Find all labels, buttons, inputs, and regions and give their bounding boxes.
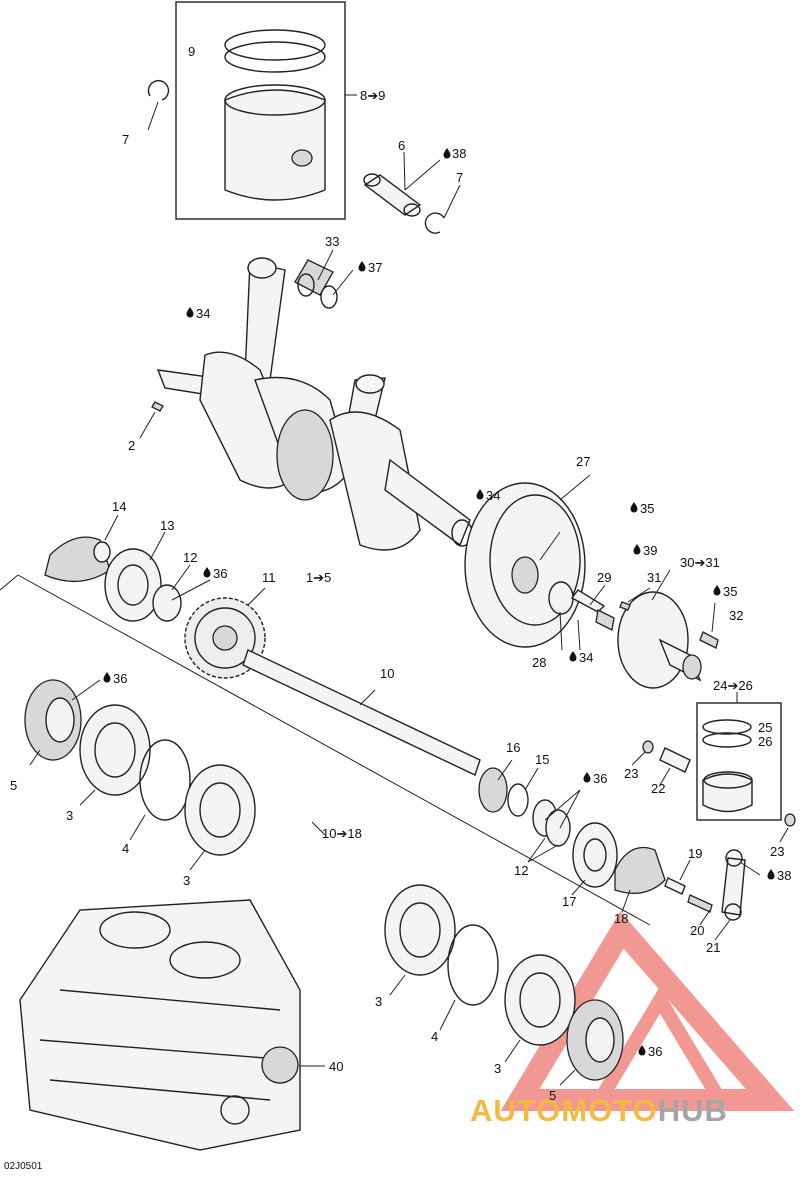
label-15: 15 [535, 752, 549, 767]
piston-pin-group [147, 79, 461, 234]
label-34c: 34 [579, 650, 593, 665]
watermark-text-part1: AUTOMOTO [470, 1093, 658, 1128]
label-8-9: 8➔9 [360, 88, 385, 103]
label-26: 26 [758, 734, 772, 749]
label-6: 6 [398, 138, 405, 153]
label-18: 18 [614, 911, 628, 926]
callout-labels: 9 8➔9 7 6 38 7 33 37 34 2 27 34 35 1➔5 1… [10, 44, 791, 1103]
piston-kit-24-26 [696, 692, 782, 821]
ring-4a [139, 739, 191, 821]
label-7b: 7 [456, 170, 463, 185]
label-24-26: 24➔26 [713, 678, 753, 693]
label-12b: 12 [514, 863, 528, 878]
label-30-31: 30➔31 [680, 555, 720, 570]
watermark-text: AUTOMOTOHUB [470, 1093, 728, 1129]
bearing-3a [79, 704, 151, 796]
label-12a: 12 [183, 550, 197, 565]
label-34b: 34 [486, 488, 500, 503]
label-39: 39 [643, 543, 657, 558]
label-1-5: 1➔5 [306, 570, 331, 585]
pin-22 [659, 747, 691, 773]
label-3b: 3 [183, 873, 190, 888]
label-4b: 4 [431, 1029, 438, 1044]
label-23b: 23 [770, 844, 784, 859]
label-25: 25 [758, 720, 772, 735]
label-28: 28 [532, 655, 546, 670]
label-22: 22 [651, 781, 665, 796]
label-13: 13 [160, 518, 174, 533]
label-11: 11 [262, 570, 276, 585]
diagram-code: 02J0501 [4, 1161, 43, 1172]
piston-kit-group [175, 1, 357, 220]
bearing-3d [504, 954, 576, 1046]
bearing-3c [384, 884, 456, 976]
label-5a: 5 [10, 778, 17, 793]
label-17: 17 [562, 894, 576, 909]
bearing-13 [104, 548, 162, 622]
bearing-17 [572, 822, 618, 888]
label-34a: 34 [196, 306, 210, 321]
label-19: 19 [688, 846, 702, 861]
flywheel [464, 474, 591, 648]
washer-28 [548, 581, 574, 615]
label-27: 27 [576, 454, 590, 469]
crankshaft [156, 257, 473, 551]
label-37: 37 [368, 260, 382, 275]
seal-12 [152, 584, 182, 622]
label-36a: 36 [213, 566, 227, 581]
label-20: 20 [690, 923, 704, 938]
label-38b: 38 [777, 868, 791, 883]
label-4a: 4 [122, 841, 129, 856]
label-3d: 3 [494, 1061, 501, 1076]
label-14: 14 [112, 499, 126, 514]
bearing-16 [478, 767, 508, 813]
label-10-18: 10➔18 [322, 826, 362, 841]
label-40: 40 [329, 1059, 343, 1074]
label-32: 32 [729, 608, 743, 623]
label-16: 16 [506, 740, 520, 755]
needle-bearing-33 [294, 249, 354, 309]
part-18 [614, 846, 666, 894]
label-29: 29 [597, 570, 611, 585]
drive-hub-30 [617, 569, 719, 689]
bearings-group [0, 574, 651, 926]
ring-4b [447, 924, 499, 1006]
engine-block [19, 899, 325, 1151]
label-7a: 7 [122, 132, 129, 147]
pump-rod-group [664, 849, 761, 941]
label-21: 21 [706, 940, 720, 955]
label-10: 10 [380, 666, 394, 681]
label-33: 33 [325, 234, 339, 249]
label-2: 2 [128, 438, 135, 453]
watermark-text-part2: HUB [657, 1093, 728, 1128]
label-9: 9 [188, 44, 195, 59]
label-3a: 3 [66, 808, 73, 823]
label-36b: 36 [113, 671, 127, 686]
label-31: 31 [647, 570, 661, 585]
label-36c: 36 [593, 771, 607, 786]
label-3c: 3 [375, 994, 382, 1009]
bolt-29 [570, 589, 606, 613]
label-38a: 38 [452, 146, 466, 161]
shaft-10 [242, 649, 481, 776]
ring-15 [507, 783, 529, 817]
label-23a: 23 [624, 766, 638, 781]
key-2 [151, 401, 164, 412]
label-35b: 35 [723, 584, 737, 599]
label-35a: 35 [640, 501, 654, 516]
label-5b: 5 [549, 1088, 556, 1103]
bearing-3b [184, 764, 256, 856]
label-36d: 36 [648, 1044, 662, 1059]
